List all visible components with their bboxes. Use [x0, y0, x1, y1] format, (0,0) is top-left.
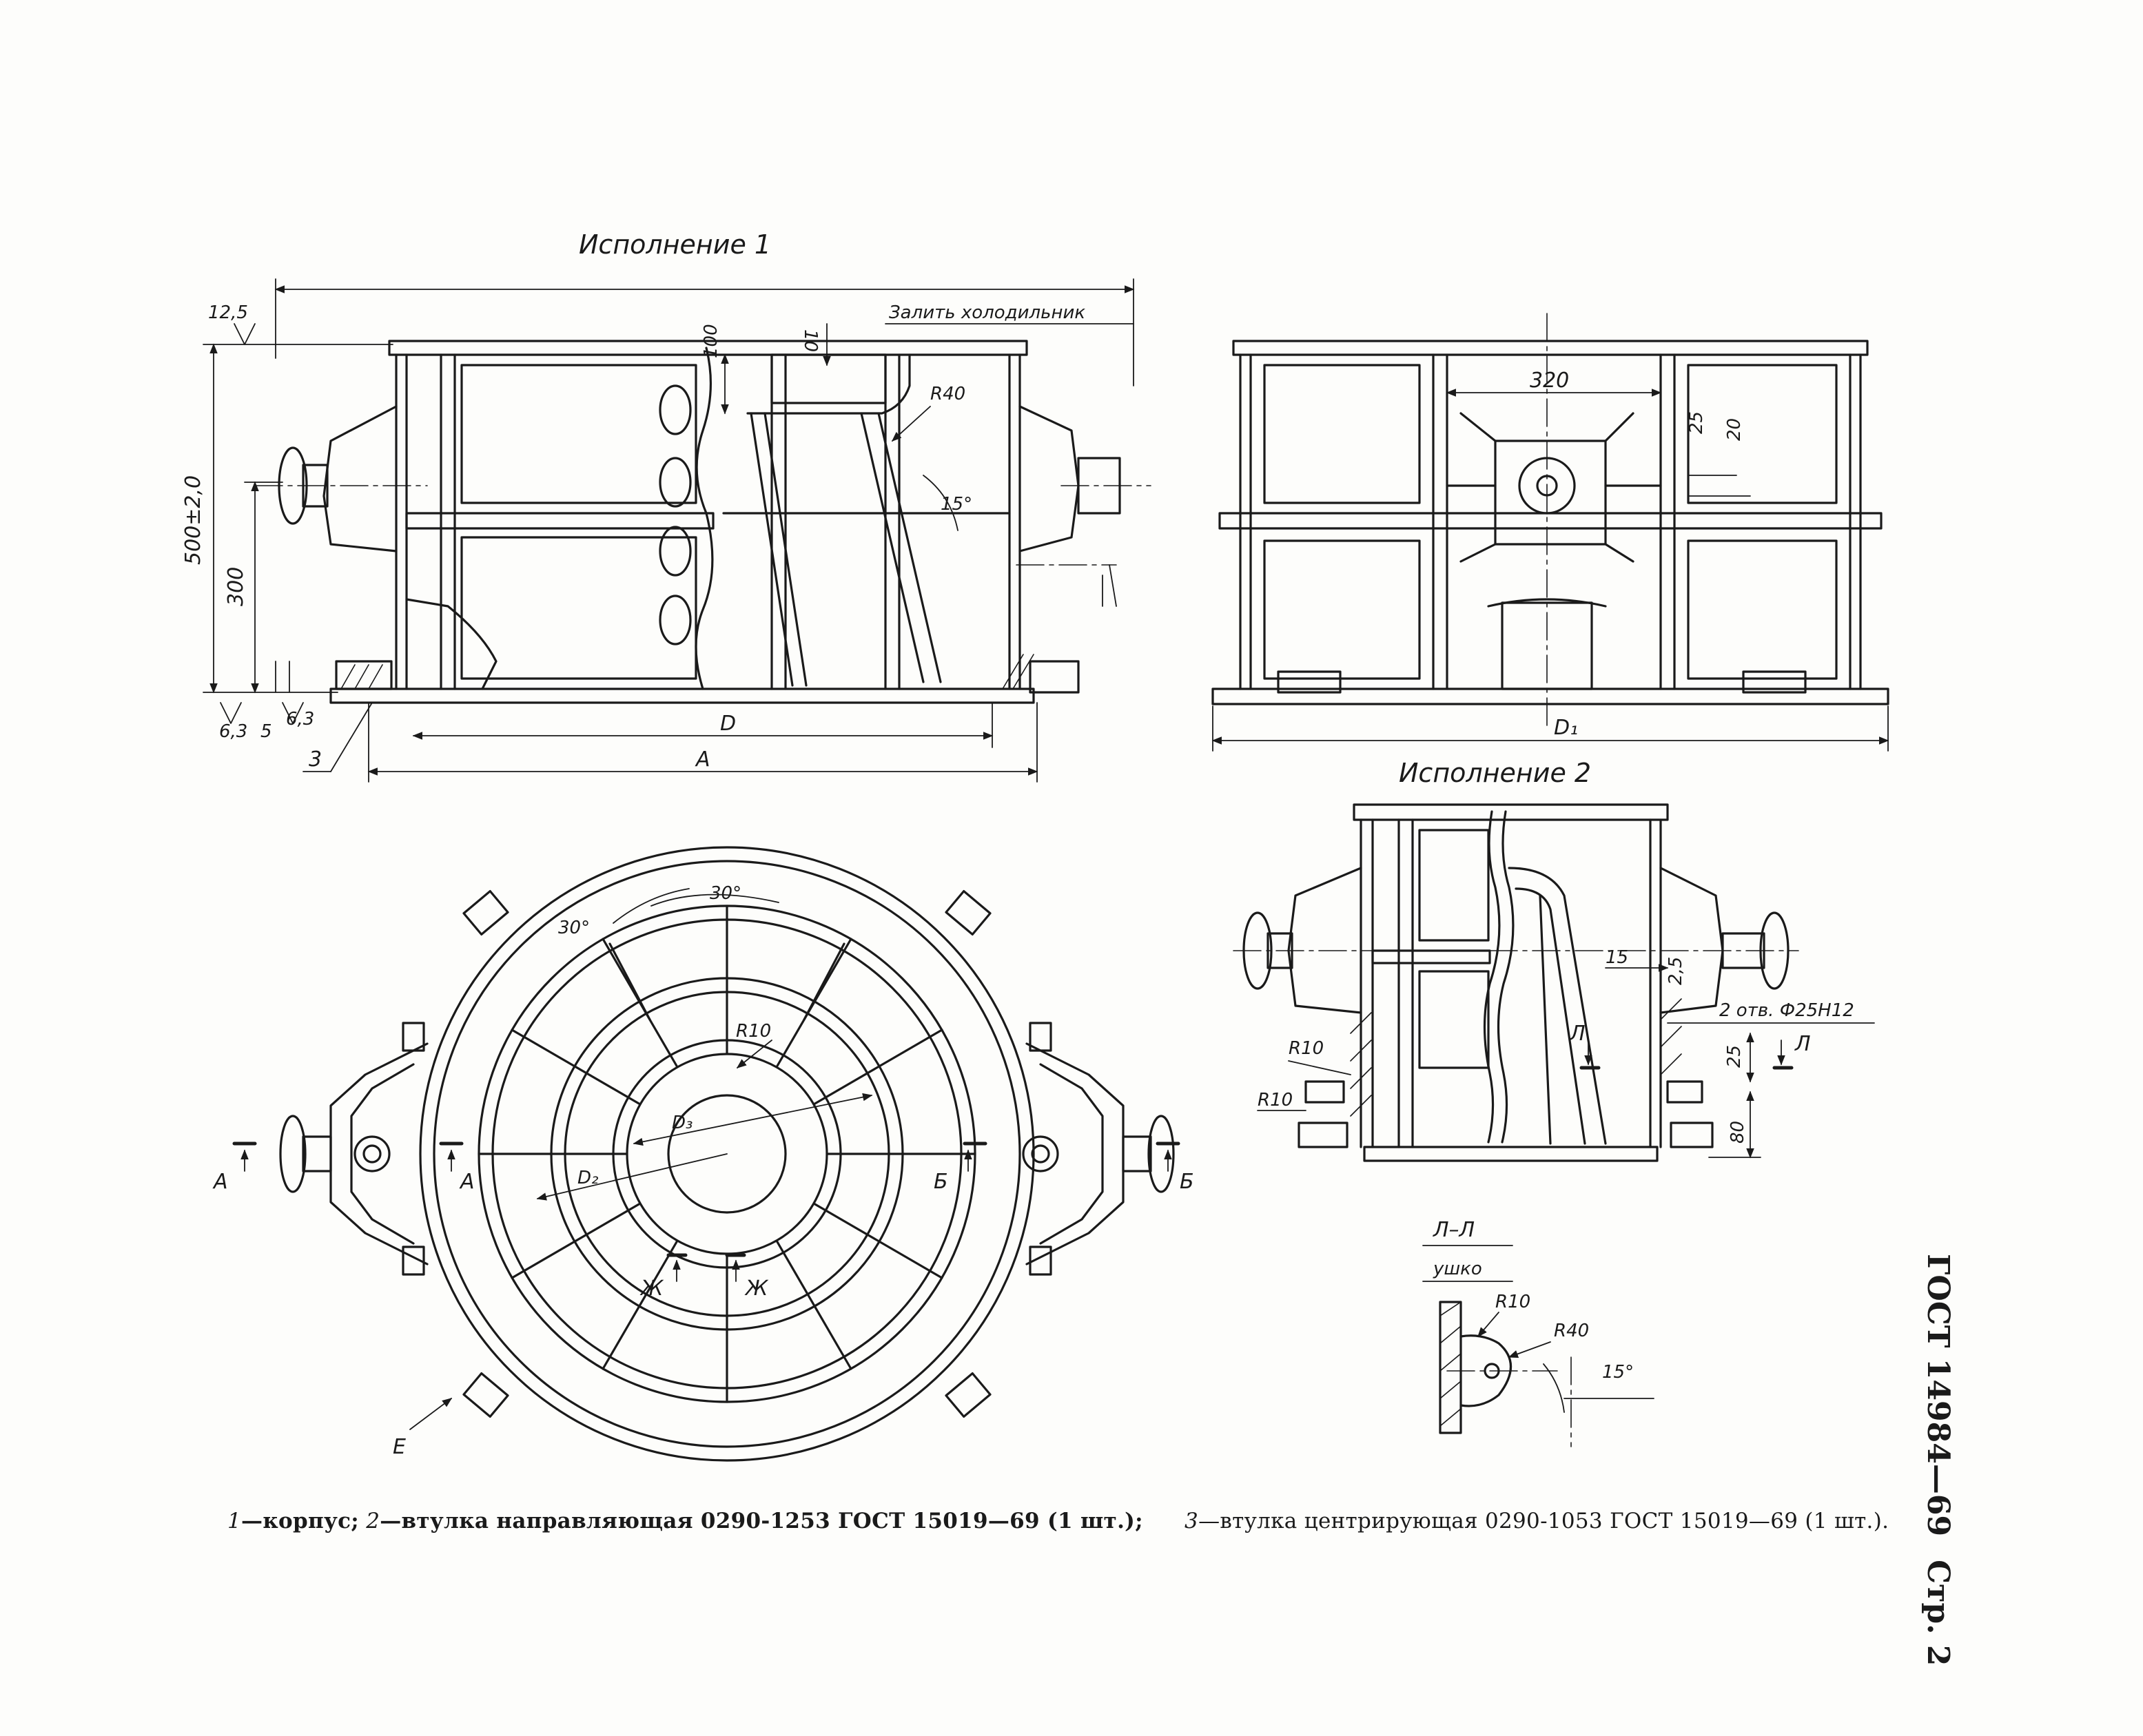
section-r10: R10 [1495, 1292, 1530, 1312]
v2-holes: 2 отв. Ф25Н12 [1719, 1000, 1854, 1021]
v2-section-l-left: Л [1569, 1022, 1586, 1046]
section-zh-right: Ж [744, 1277, 769, 1301]
caption-text-3: —втулка центрирующая 0290-1053 ГОСТ 1501… [1198, 1509, 1889, 1533]
page-side-header: ГОСТ 14984—69Стр. 2 [1907, 1254, 1956, 1666]
caption-num-1: 1 [227, 1509, 242, 1533]
v2-dim-15: 15 [1606, 947, 1628, 968]
dim-30a: 30° [558, 918, 590, 938]
dim-r10: R10 [736, 1021, 771, 1042]
dim-d3: D₃ [672, 1113, 693, 1133]
dim-100: 100 [701, 324, 721, 358]
dim-d1: D₁ [1554, 716, 1578, 740]
dim-6-3a: 6,3 [219, 721, 247, 742]
dim-5: 5 [260, 721, 272, 742]
front-elevation-view: Исполнение 1 Залить холодильник [181, 229, 1151, 783]
section-a-left: А [212, 1170, 228, 1194]
dim-20: 20 [1724, 418, 1745, 441]
v2-r10b: R10 [1258, 1090, 1293, 1110]
variant1-title: Исполнение 1 [579, 229, 771, 260]
fill-cooler-note: Залить холодильник [889, 302, 1085, 323]
side-elevation-view: 320 25 20 D₁ [1211, 313, 1889, 752]
v2-dim-80: 80 [1727, 1121, 1748, 1144]
dim-30b: 30° [710, 883, 741, 904]
caption-text-1: —корпус; [241, 1509, 360, 1533]
v2-r10a: R10 [1289, 1038, 1324, 1059]
dim-6-3b: 6,3 [286, 709, 314, 730]
page-number: Стр. 2 [1920, 1560, 1956, 1666]
dim-r40: R40 [930, 384, 965, 404]
section-a-inner: А [459, 1170, 475, 1194]
dim-500: 500±2,0 [181, 475, 205, 565]
v2-dim-2-5: 2,5 [1665, 957, 1686, 985]
variant2-view: Исполнение 2 15 2 [1233, 758, 1875, 1162]
caption-num-3: 3 [1185, 1509, 1199, 1533]
dim-15deg: 15° [941, 494, 972, 515]
variant2-title: Исполнение 2 [1399, 758, 1591, 788]
section-15deg: 15° [1602, 1362, 1634, 1383]
v2-dim-25: 25 [1724, 1045, 1745, 1068]
plan-view: А А Б Б Ж Ж Е 30° 30° R10 D₃ D₂ [212, 846, 1194, 1462]
dim-300: 300 [224, 567, 248, 606]
dim-d: D [720, 712, 736, 736]
dim-12-5: 12,5 [208, 302, 248, 323]
section-title: Л–Л [1433, 1218, 1475, 1242]
standard-number: ГОСТ 14984—69 [1920, 1254, 1956, 1537]
view-e: Е [393, 1435, 406, 1459]
radial-ribs [478, 905, 976, 1403]
section-r40: R40 [1554, 1321, 1589, 1341]
dim-a: A [695, 747, 710, 772]
dim-320: 320 [1530, 369, 1569, 393]
section-l-l: Л–Л ушко R10 R40 15° [1422, 1218, 1654, 1447]
figure-caption: 1—корпус; 2—втулка направляющая 0290-125… [227, 1509, 1950, 1543]
section-b-inner: Б [934, 1170, 948, 1194]
section-subtitle: ушко [1433, 1259, 1482, 1279]
caption-num-2: 2 [366, 1509, 380, 1533]
leader-3: 3 [309, 747, 322, 772]
dim-25: 25 [1686, 411, 1707, 434]
dim-10: 10 [800, 329, 821, 352]
v2-section-l-right: Л [1794, 1032, 1811, 1056]
section-zh-left: Ж [639, 1277, 664, 1301]
dim-d2: D₂ [577, 1168, 598, 1188]
caption-text-2: —втулка направляющая 0290-1253 ГОСТ 1501… [380, 1509, 1143, 1533]
section-b-right: Б [1180, 1170, 1194, 1194]
